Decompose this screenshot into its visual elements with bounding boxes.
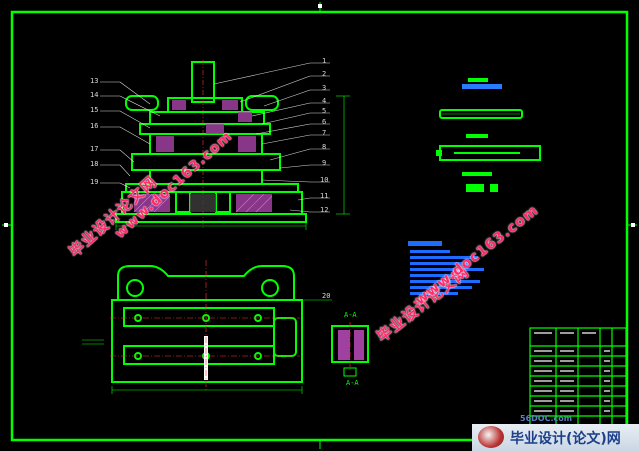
footer-brand: 毕业设计(论文)网 (510, 431, 621, 447)
callout-leaders (100, 62, 330, 213)
callout-16: 16 (90, 122, 99, 130)
callout-2: 2 (322, 70, 327, 78)
callout-3: 3 (322, 84, 327, 92)
technical-notes (408, 241, 484, 295)
site-url: 56DOC.com (520, 414, 573, 423)
callout-7: 7 (322, 129, 327, 137)
callout-18: 18 (90, 160, 99, 168)
plan-view-centerlines (110, 260, 300, 390)
detail-view-part-3 (462, 172, 498, 192)
callout-20: 20 (322, 292, 331, 300)
front-view-hatch-lines (133, 193, 273, 213)
callout-17: 17 (90, 145, 99, 153)
callout-19: 19 (90, 178, 99, 186)
title-block-text (534, 332, 610, 412)
front-view-dimensions (115, 95, 350, 230)
brand-logo-icon (478, 426, 504, 448)
section-view-a-a (331, 322, 369, 377)
callout-4: 4 (322, 97, 327, 105)
callout-11: 11 (320, 192, 329, 200)
section-label-a-a: A-A (344, 311, 357, 319)
callout-10: 10 (320, 176, 329, 184)
plan-view-dimensions (82, 299, 332, 394)
callout-13: 13 (90, 77, 99, 85)
detail-view-part-2 (436, 134, 541, 161)
callout-6: 6 (322, 118, 327, 126)
callout-14: 14 (90, 91, 99, 99)
section-label-a-a-bottom: A-A (346, 379, 359, 387)
detail-view-part-1 (439, 78, 523, 119)
callout-8: 8 (322, 143, 327, 151)
callout-5: 5 (322, 107, 327, 115)
callout-12: 12 (320, 206, 329, 214)
plan-view (111, 265, 303, 383)
callout-9: 9 (322, 159, 327, 167)
callout-1: 1 (322, 57, 327, 65)
front-view-hatching (134, 100, 272, 212)
callout-15: 15 (90, 106, 99, 114)
